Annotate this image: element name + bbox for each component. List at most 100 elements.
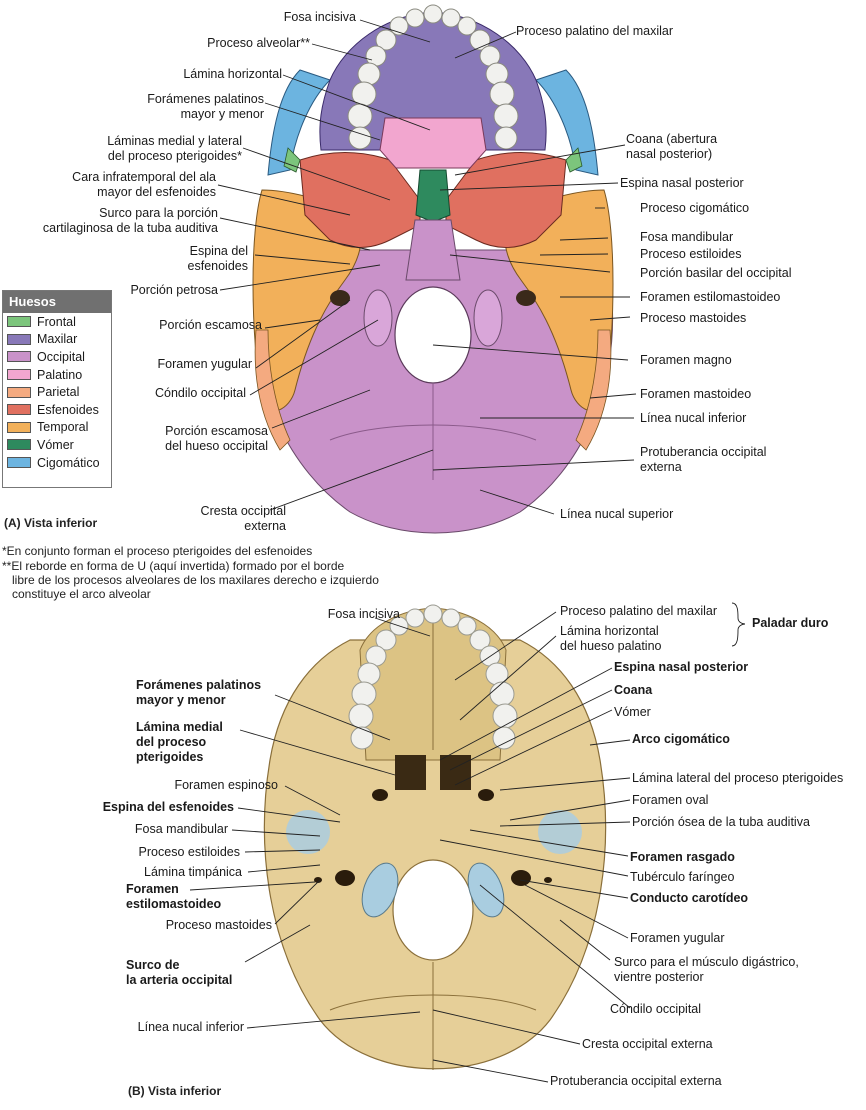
label-a-fosa-mandibular: Fosa mandibular [640,230,734,244]
legend-swatch [7,457,31,469]
foramen-magnum-b [392,859,474,961]
legend-swatch [7,333,31,345]
leader-lines-b [189,602,746,1083]
label-b-surco-arteria: Surco de la arteria occipital [126,958,233,987]
frontal-bone-right-a [565,147,583,173]
label-a-coana: Coana (abertura nasal posterior) [626,132,718,161]
frontal-bone-left-a [283,147,301,173]
occipital-condyle-left-a [363,289,393,347]
zygomatic-bone-right-a [535,69,599,176]
label-a-proceso-palatino: Proceso palatino del maxilar [516,24,674,38]
mandibular-fossa-left-b [286,810,330,854]
label-b-lamina-medial: Lámina medial del proceso pterigoides [136,720,223,764]
label-b-protuberancia: Protuberancia occipital externa [550,1074,722,1088]
label-a-lamina-horizontal: Lámina horizontal [183,67,282,81]
label-a-foramen-estilomastoideo: Foramen estilomastoideo [640,290,781,304]
label-b-coana: Coana [614,683,653,697]
label-b-vomer: Vómer [614,705,651,719]
occipital-condyle-left-b [361,862,399,918]
legend-label: Vómer [37,437,74,452]
label-b-fosa-incisiva: Fosa incisiva [327,607,400,621]
label-b-foramenes-palatinos: Forámenes palatinos mayor y menor [136,678,262,707]
legend-swatch [7,316,31,328]
legend-label: Cigomático [37,455,100,470]
label-a-fosa-incisiva: Fosa incisiva [283,10,356,24]
label-a-proceso-mastoides: Proceso mastoides [640,311,747,325]
label-b-espina-nasal: Espina nasal posterior [614,660,749,674]
label-b-arco-cigomatico: Arco cigomático [632,732,730,746]
label-b-condilo-occipital: Cóndilo occipital [610,1002,702,1016]
legend-label: Frontal [37,314,76,329]
zygomatic-bone-left-a [267,69,331,176]
skull-outline-b [263,639,607,1070]
footnote-pterigoides: *En conjunto forman el proceso pterigoid… [2,544,313,558]
legend-label: Palatino [37,367,83,382]
label-a-linea-nucal-superior: Línea nucal superior [560,507,674,521]
label-a-porcion-basilar: Porción basilar del occipital [640,266,792,280]
label-a-proceso-estiloides: Proceso estiloides [640,247,742,261]
label-a-espina-nasal: Espina nasal posterior [620,176,744,190]
legend-item: Maxilar [3,331,111,349]
label-a-proceso-alveolar: Proceso alveolar** [207,36,310,50]
caption-b: (B) Vista inferior [128,1084,222,1098]
label-a-porcion-petrosa: Porción petrosa [130,283,218,297]
legend-label: Occipital [37,349,85,364]
label-b-surco-digastrico: Surco para el músculo digástrico, vientr… [614,955,799,984]
legend-label: Esfenoides [37,402,99,417]
label-b-linea-nucal-inferior: Línea nucal inferior [137,1020,244,1034]
label-a-espina-esfenoides: Espina del esfenoides [187,244,248,273]
palatine-bone-a [379,117,487,169]
label-b-fosa-mandibular: Fosa mandibular [134,822,228,836]
legend-item: Esfenoides [3,401,111,419]
legend-item: Parietal [3,383,111,401]
vomer-a [415,169,451,223]
foramen-magnum-a [394,286,472,384]
legend-swatch [7,404,31,416]
label-b-foramen-estilomastoideo: Foramen estilomastoideo [126,882,222,911]
choanae-b [395,755,471,790]
teeth-a [347,4,519,150]
occipital-condyle-right-a [473,289,503,347]
parietal-bone-left-a [254,329,291,451]
legend-swatch [7,439,31,451]
label-a-escamosa-occipital: Porción escamosa del hueso occipital [165,424,268,453]
label-a-porcion-escamosa: Porción escamosa [159,318,262,332]
legend-label: Maxilar [37,332,78,347]
label-a-foramen-yugular: Foramen yugular [157,357,253,371]
legend-item: Occipital [3,348,111,366]
legend-item: Frontal [3,313,111,331]
legend-swatch [7,369,31,381]
legend-swatch [7,421,31,433]
label-a-foramenes-palatinos: Forámenes palatinos mayor y menor [147,92,264,121]
caption-a: (A) Vista inferior [4,516,98,530]
legend-swatch [7,386,31,398]
footnote-alveolar: **El reborde en forma de U (aquí inverti… [2,559,379,601]
label-a-cresta-occipital: Cresta occipital externa [200,504,286,533]
parietal-bone-right-a [575,329,612,451]
occipital-bone-a [254,249,614,534]
label-b-espina-esfenoides: Espina del esfenoides [102,800,234,814]
label-a-cara-infratemporal: Cara infratemporal del ala mayor del esf… [72,170,216,199]
label-b-foramen-yugular: Foramen yugular [630,931,725,945]
legend-swatch [7,351,31,363]
skull-b-realistic [263,604,607,1070]
label-b-foramen-rasgado: Foramen rasgado [630,850,735,864]
label-b-proceso-estiloides: Proceso estiloides [138,845,240,859]
label-a-foramen-mastoideo: Foramen mastoideo [640,387,752,401]
label-b-lamina-lateral: Lámina lateral del proceso pterigoides [632,771,844,785]
legend-item: Temporal [3,419,111,437]
label-a-proceso-cigomatico: Proceso cigomático [640,201,750,215]
legend-item: Cigomático [3,454,111,472]
basilar-occipital-a [405,219,461,281]
label-a-foramen-magno: Foramen magno [640,353,732,367]
label-a-linea-nucal-inferior: Línea nucal inferior [640,411,747,425]
leader-lines-a [217,19,637,515]
legend-title: Huesos [3,291,111,313]
label-b-foramen-espinoso: Foramen espinoso [174,778,278,792]
legend-item: Vómer [3,436,111,454]
label-b-cresta-occipital: Cresta occipital externa [582,1037,713,1051]
label-b-conducto-carotideo: Conducto carotídeo [630,891,749,905]
